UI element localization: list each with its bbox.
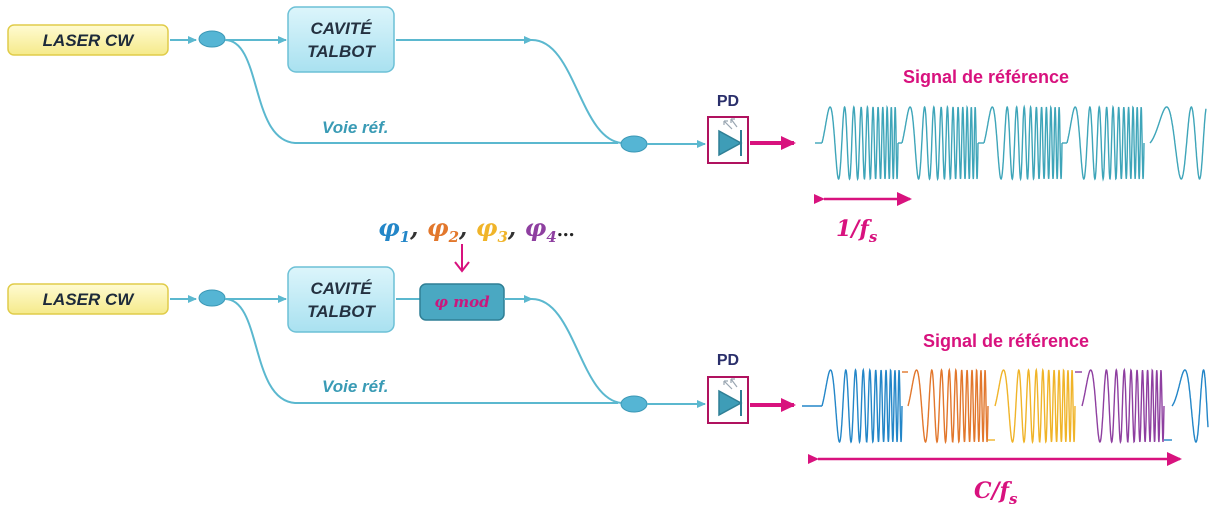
- top-ref-path-label: Voie réf.: [322, 118, 388, 137]
- bottom-fiber-upper-arm: [531, 298, 623, 404]
- top-signal-waveform: [815, 104, 1207, 182]
- phase-sequence: φ1, φ2, φ3, φ4…: [378, 213, 575, 273]
- bottom-output-coupler: [620, 395, 648, 413]
- wave-burst-4: [1066, 104, 1145, 182]
- wave-burst-2: [907, 367, 989, 445]
- top-output-coupler: [620, 135, 648, 153]
- phase-3-symbol: φ: [476, 213, 498, 242]
- wave-burst-4: [1081, 367, 1165, 445]
- wave-burst-5: [1149, 106, 1207, 180]
- bottom-laser-box: [7, 283, 169, 315]
- bottom-fiber-ref-arm: [224, 298, 618, 404]
- top-signal-label: Signal de référence: [903, 67, 1069, 87]
- phase-modulator-label: φ mod: [434, 293, 490, 311]
- bottom-cavity-line1: CAVITÉ: [310, 279, 372, 298]
- bottom-cavity-box: [287, 266, 395, 333]
- top-fiber-upper-arm: [531, 39, 623, 144]
- phase-list: φ1, φ2, φ3, φ4…: [378, 213, 575, 246]
- bottom-pd-label: PD: [717, 352, 739, 369]
- phase-arrow-head: [454, 261, 470, 273]
- bottom-cavity-line2: TALBOT: [307, 302, 376, 321]
- bottom-ref-path-label: Voie réf.: [322, 377, 388, 396]
- wave-burst-2: [901, 104, 979, 182]
- bottom-signal-waveform: [802, 367, 1209, 445]
- top-system: LASER CW CAVITÉ TALBOT Voie réf. PD Sign…: [7, 6, 1207, 246]
- wave-burst-1: [821, 367, 903, 445]
- bottom-input-coupler: [198, 289, 226, 307]
- top-cavity-line2: TALBOT: [307, 42, 376, 61]
- bottom-laser-label: LASER CW: [43, 290, 136, 309]
- wave-burst-5: [1171, 369, 1209, 443]
- top-input-coupler: [198, 30, 226, 48]
- top-laser-label: LASER CW: [43, 31, 136, 50]
- phase-modulator-box: [419, 283, 505, 321]
- phase-2-symbol: φ: [427, 213, 449, 242]
- phase-1-symbol: φ: [378, 213, 400, 242]
- wave-burst-1: [821, 104, 899, 182]
- top-period-label: 1/fs: [836, 216, 878, 246]
- top-cavity-line1: CAVITÉ: [310, 19, 372, 38]
- bottom-signal-label: Signal de référence: [923, 331, 1089, 351]
- bottom-photodiode-icon: [707, 376, 749, 424]
- wave-burst-3: [994, 367, 1076, 445]
- top-pd-label: PD: [717, 93, 739, 110]
- top-photodiode-icon: [707, 116, 749, 164]
- bottom-system: LASER CW CAVITÉ TALBOT φ mod Voie réf. P…: [7, 266, 1209, 506]
- top-cavity-box: [287, 6, 395, 73]
- bottom-period-label: C/fs: [974, 478, 1018, 506]
- phase-4-symbol: φ: [525, 213, 547, 242]
- top-fiber-ref-arm: [224, 39, 618, 144]
- wave-burst-3: [983, 104, 1063, 182]
- top-laser-box: [7, 24, 169, 56]
